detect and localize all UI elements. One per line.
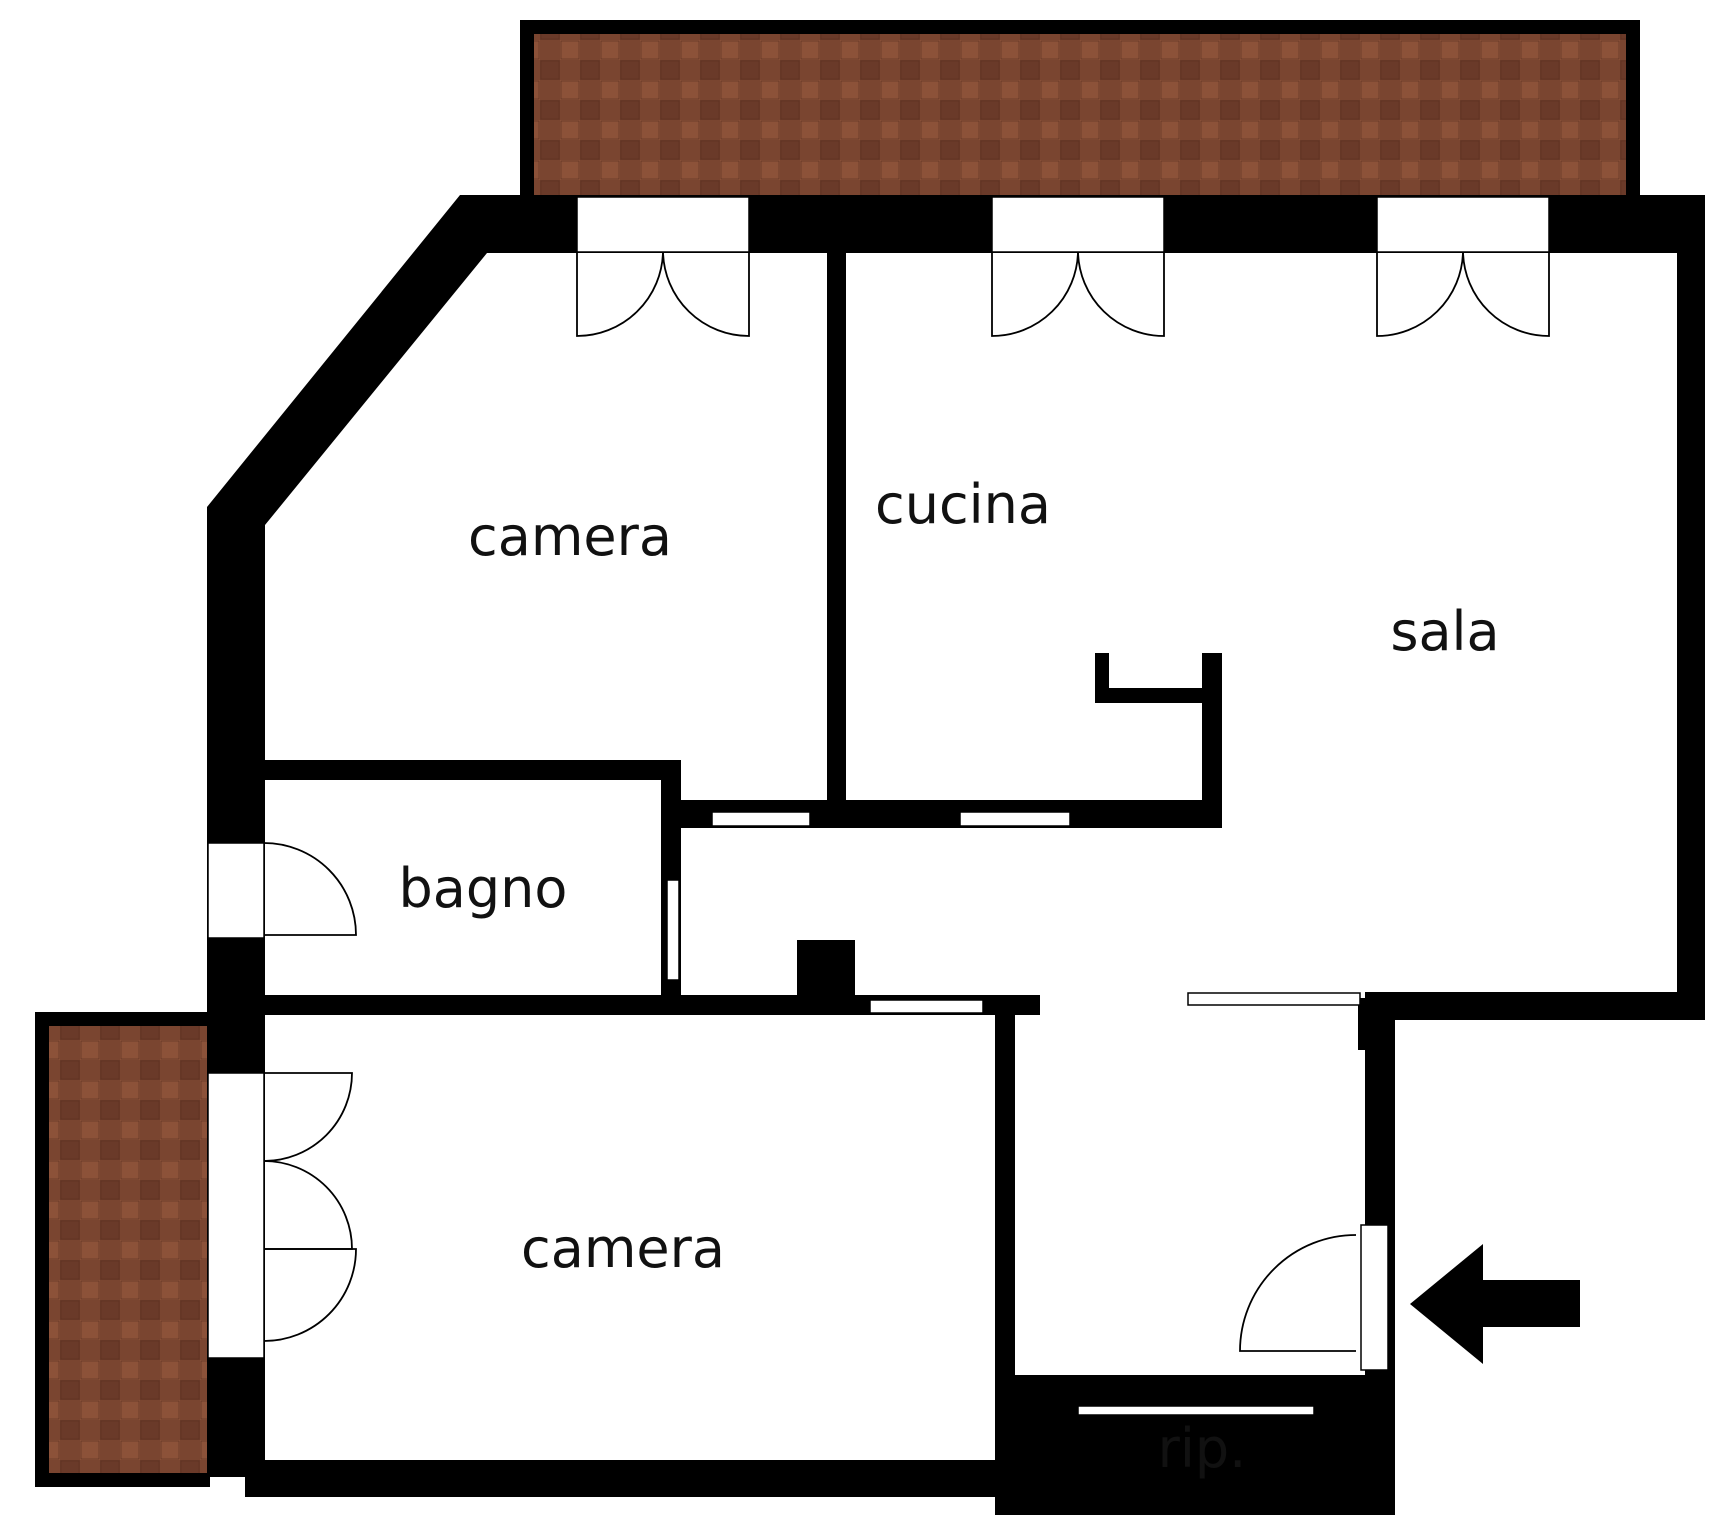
room-label-cucina: cucina	[875, 473, 1051, 536]
openings	[207, 196, 1550, 1416]
room-label-camera-bottom: camera	[521, 1217, 725, 1280]
terrace-top	[520, 20, 1640, 195]
room-label-sala: sala	[1390, 600, 1499, 663]
room-label-ripostiglio: rip.	[1158, 1417, 1247, 1480]
exterior-walls	[207, 195, 1705, 1515]
entrance-arrow-icon	[1410, 1244, 1580, 1364]
terrace-left	[35, 1012, 210, 1487]
door-swings	[263, 251, 1550, 1352]
room-label-bagno: bagno	[399, 857, 568, 920]
room-label-camera-top: camera	[468, 505, 672, 568]
